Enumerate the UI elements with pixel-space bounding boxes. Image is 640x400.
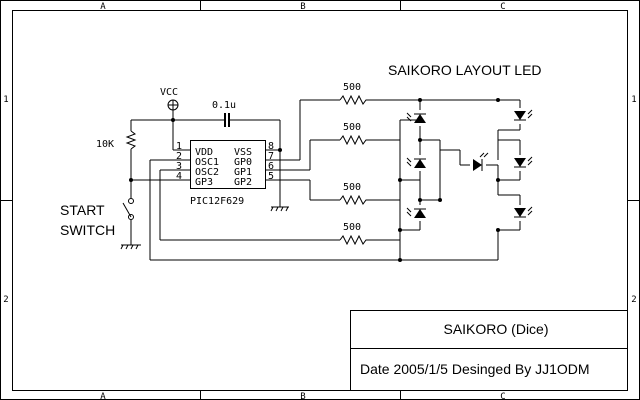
ic-pin-gp3-label: GP3 bbox=[195, 177, 213, 188]
frame-col-a-top: A bbox=[100, 2, 106, 12]
frame-row-2-left: 2 bbox=[3, 295, 8, 305]
led-right-middle bbox=[513, 156, 533, 168]
ic-pin-number-3: 3 bbox=[176, 161, 182, 172]
ic-pin-gp0-label: GP0 bbox=[234, 157, 252, 168]
resistor-r3-label: 500 bbox=[343, 182, 361, 193]
vcc-label: VCC bbox=[160, 87, 178, 98]
resistor-10k-label: 10K bbox=[96, 139, 114, 150]
title-block-name: SAIKORO (Dice) bbox=[443, 321, 548, 337]
resistor-r1-label: 500 bbox=[343, 82, 361, 93]
frame-col-c-bottom: C bbox=[500, 392, 505, 400]
led-left-middle bbox=[406, 157, 427, 169]
ic-pin-number-6: 6 bbox=[268, 161, 274, 172]
frame-col-b-bottom: B bbox=[300, 392, 305, 400]
frame-col-b-top: B bbox=[300, 2, 305, 12]
ground-ic bbox=[270, 206, 289, 212]
ic-pin-number-4: 4 bbox=[176, 171, 182, 182]
ground-switch bbox=[120, 244, 141, 250]
led-left-top bbox=[406, 112, 427, 124]
ic-pin-gp1-label: GP1 bbox=[234, 167, 252, 178]
vcc-symbol bbox=[167, 99, 179, 111]
capacitor-label: 0.1u bbox=[212, 100, 236, 111]
ic-body bbox=[190, 140, 266, 189]
switch-label-line1: START bbox=[60, 202, 105, 218]
ic-pin-vdd-label: VDD bbox=[195, 147, 213, 158]
led-right-top bbox=[513, 109, 533, 121]
ic-part-name: PIC12F629 bbox=[190, 196, 244, 207]
resistor-r4-label: 500 bbox=[343, 222, 361, 233]
frame-row-2-right: 2 bbox=[631, 295, 636, 305]
frame-row-1-right: 1 bbox=[631, 95, 636, 105]
ic-pin-osc2-label: OSC2 bbox=[195, 167, 219, 178]
ic-pin-number-5: 5 bbox=[268, 171, 274, 182]
ic-pin-osc1-label: OSC1 bbox=[195, 157, 219, 168]
title-block bbox=[350, 310, 628, 391]
junction-dots bbox=[129, 98, 500, 262]
ic-pin-number-1: 1 bbox=[176, 141, 182, 152]
frame-row-1-left: 1 bbox=[3, 95, 8, 105]
resistor-r4 bbox=[339, 234, 368, 246]
led-center bbox=[472, 152, 489, 172]
resistor-r2-label: 500 bbox=[343, 122, 361, 133]
ic-pin-number-7: 7 bbox=[268, 151, 274, 162]
wires bbox=[130, 99, 521, 261]
led-left-bottom bbox=[406, 207, 427, 219]
capacitor bbox=[224, 113, 230, 127]
resistor-r3 bbox=[339, 194, 368, 206]
title-block-info: Date 2005/1/5 Desinged By JJ1ODM bbox=[360, 361, 590, 377]
ic-pin-vss-label: VSS bbox=[234, 147, 252, 158]
resistor-r1 bbox=[339, 94, 368, 106]
resistor-r2 bbox=[339, 134, 368, 146]
start-switch bbox=[122, 198, 134, 220]
frame-col-a-bottom: A bbox=[100, 392, 106, 400]
switch-label-line2: SWITCH bbox=[60, 222, 115, 238]
schematic-title: SAIKORO LAYOUT LED bbox=[388, 62, 542, 78]
frame-col-c-top: C bbox=[500, 2, 505, 12]
resistor-10k bbox=[125, 130, 137, 150]
ic-pin-gp2-label: GP2 bbox=[234, 177, 252, 188]
led-right-bottom bbox=[513, 206, 533, 218]
ic-pin-number-2: 2 bbox=[176, 151, 182, 162]
ic-pin-number-8: 8 bbox=[268, 141, 274, 152]
